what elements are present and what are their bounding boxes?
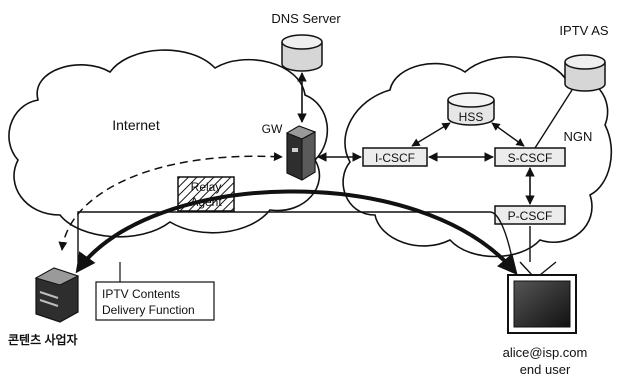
relay-agent-label-line1: Relay bbox=[191, 180, 222, 194]
iptv-contents-delivery-function-box: IPTV Contents Delivery Function bbox=[95, 281, 215, 321]
p-cscf-box: P-CSCF bbox=[494, 205, 566, 225]
end-user-label: end user bbox=[520, 362, 571, 377]
hss-label: HSS bbox=[459, 110, 484, 124]
i-cscf-label: I-CSCF bbox=[375, 151, 415, 165]
i-cscf-box: I-CSCF bbox=[362, 147, 428, 167]
hss-icscf-link bbox=[411, 122, 451, 147]
dashed-request-arrow bbox=[58, 152, 283, 251]
content-provider-label: 콘텐츠 사업자 bbox=[8, 332, 78, 347]
gateway-server bbox=[285, 125, 317, 181]
content-stream-arrow bbox=[75, 189, 518, 276]
delivery-line bbox=[77, 211, 513, 262]
end-user-address-label: alice@isp.com bbox=[503, 345, 588, 360]
scscf-iptvas-link bbox=[534, 89, 573, 149]
tv-icon bbox=[507, 261, 577, 334]
iptv-as-label: IPTV AS bbox=[559, 23, 608, 38]
iptv-as-database bbox=[564, 54, 606, 92]
content-server bbox=[34, 267, 80, 323]
iptv-contents-label-line2: Delivery Function bbox=[102, 303, 195, 317]
s-cscf-label: S-CSCF bbox=[508, 151, 553, 165]
dns-server-label: DNS Server bbox=[271, 11, 341, 26]
ngn-label: NGN bbox=[564, 129, 593, 144]
iptv-contents-label-line1: IPTV Contents bbox=[102, 287, 180, 301]
dns-server-database bbox=[281, 34, 323, 72]
gw-label: GW bbox=[262, 122, 283, 136]
s-cscf-box: S-CSCF bbox=[494, 147, 566, 167]
p-cscf-label: P-CSCF bbox=[508, 209, 553, 223]
internet-label: Internet bbox=[112, 117, 160, 133]
hss-database bbox=[447, 92, 495, 126]
hss-scscf-link bbox=[491, 122, 525, 147]
